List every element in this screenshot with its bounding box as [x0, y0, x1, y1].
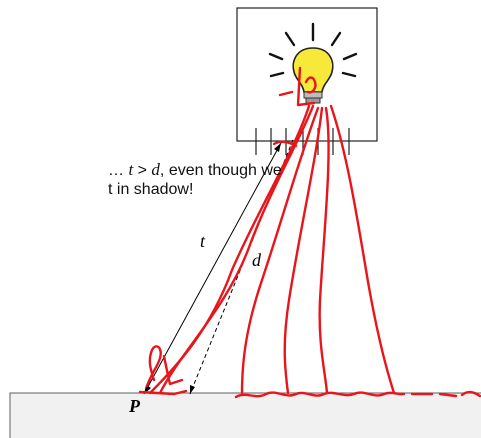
ray-d-arrowhead	[190, 385, 195, 394]
caption-op: >	[133, 162, 152, 179]
caption-lead: …	[108, 162, 129, 179]
caption-var-t: t	[128, 160, 134, 179]
caption-var-d: d	[151, 160, 160, 179]
light-bulb-icon	[268, 22, 358, 104]
red-annotations	[138, 66, 481, 399]
label-t: t	[200, 231, 206, 251]
ray-t-arrowhead	[274, 143, 281, 152]
caption-line-1: … t > d, even though we	[108, 160, 282, 181]
caption-line-2: t in shadow!	[108, 181, 194, 198]
ray-t-line	[143, 142, 282, 395]
ground-surface	[9, 392, 481, 438]
label-p: P	[128, 396, 141, 416]
label-d: d	[252, 250, 262, 270]
caption-rest: , even though we	[159, 162, 282, 179]
